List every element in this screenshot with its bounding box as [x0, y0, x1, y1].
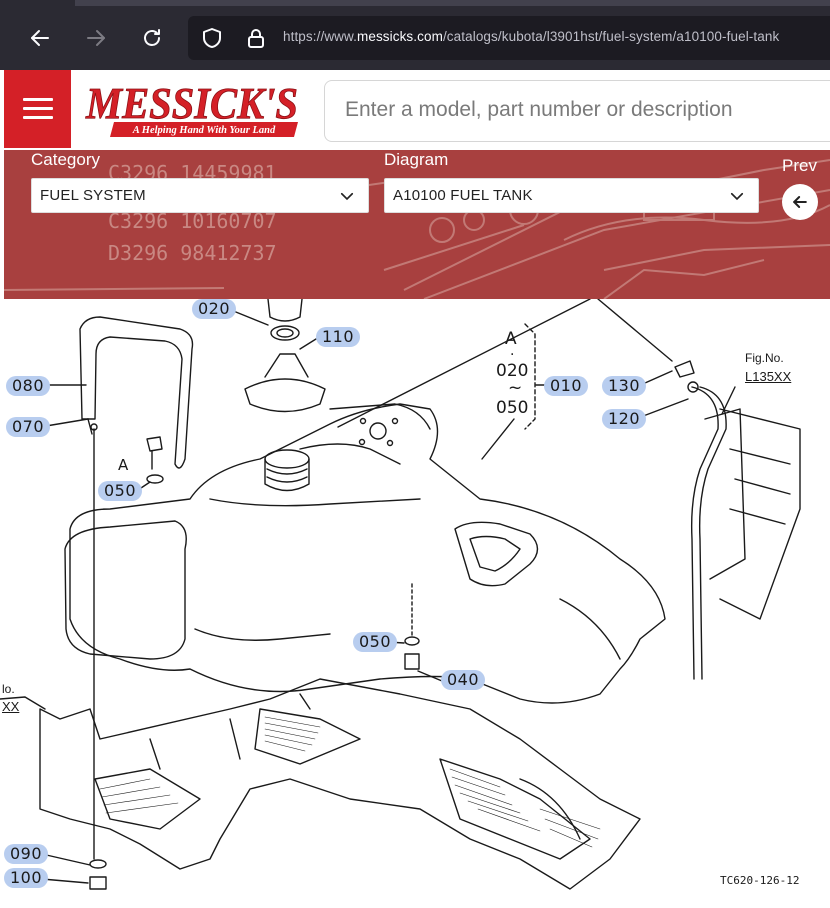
- logo-tagline: A Helping Hand With Your Land: [132, 125, 276, 136]
- url-text[interactable]: https://www.messicks.com/catalogs/kubota…: [283, 29, 779, 44]
- partial-fig-label: lo.: [2, 682, 15, 696]
- url-prefix: https://www.: [283, 29, 357, 44]
- search-box[interactable]: [324, 80, 830, 142]
- prev-diagram-button[interactable]: [782, 184, 818, 220]
- callout-050-bottom[interactable]: 050: [353, 632, 398, 652]
- diagram-select[interactable]: A10100 FUEL TANK: [384, 178, 759, 213]
- url-path: /catalogs/kubota/l3901hst/fuel-system/a1…: [442, 29, 780, 44]
- banner-bg-line-2: C3296 10160707: [108, 209, 277, 233]
- site-header: MESSICK'S A Helping Hand With Your Land: [0, 70, 830, 150]
- arrow-left-icon: [793, 196, 807, 208]
- reload-icon: [144, 29, 160, 46]
- callout-120[interactable]: 120: [602, 409, 647, 429]
- browser-toolbar: https://www.messicks.com/catalogs/kubota…: [0, 6, 830, 70]
- hamburger-icon: [22, 98, 53, 120]
- forward-button[interactable]: [78, 20, 114, 56]
- group-label-050: 050: [496, 398, 529, 418]
- callout-050-top[interactable]: 050: [98, 481, 143, 501]
- group-label-tilde: ~: [508, 378, 523, 398]
- callout-130[interactable]: 130: [602, 376, 647, 396]
- fig-no-label: Fig.No.: [745, 351, 784, 365]
- callout-020[interactable]: 020: [192, 299, 237, 319]
- diagram-label: Diagram: [384, 150, 449, 169]
- banner-background-drawing: C3296 14459981 C3296 10160707 D3296 9841…: [4, 150, 830, 299]
- callout-040[interactable]: 040: [441, 670, 486, 690]
- callout-110[interactable]: 110: [316, 327, 361, 347]
- tab-strip-background: [75, 0, 830, 6]
- callout-010[interactable]: 010: [544, 376, 589, 396]
- parts-diagram: 020 110 010 130 120 080 070 050 050 040 …: [0, 299, 830, 908]
- category-value: FUEL SYSTEM: [40, 187, 146, 204]
- group-label-a: A: [505, 329, 517, 349]
- callout-100[interactable]: 100: [4, 868, 49, 888]
- arrow-right-icon: [87, 30, 105, 46]
- callout-070[interactable]: 070: [6, 417, 51, 437]
- active-tab-edge[interactable]: [0, 0, 75, 6]
- category-label: Category: [31, 150, 100, 169]
- filter-banner: C3296 14459981 C3296 10160707 D3296 9841…: [4, 150, 830, 299]
- category-select[interactable]: FUEL SYSTEM: [31, 178, 369, 213]
- callout-090[interactable]: 090: [4, 844, 49, 864]
- tab-strip: [0, 0, 830, 6]
- chevron-down-icon: [730, 192, 744, 201]
- chevron-down-icon: [340, 192, 354, 201]
- group-label-020: 020: [496, 361, 529, 381]
- fuel-tank-body: [69, 403, 666, 704]
- address-bar[interactable]: https://www.messicks.com/catalogs/kubota…: [188, 16, 830, 60]
- diagram-drawing: [0, 299, 801, 890]
- fig-no-value[interactable]: L135XX: [745, 369, 792, 384]
- arrow-left-icon: [31, 30, 49, 46]
- url-host: messicks.com: [356, 29, 443, 44]
- back-button[interactable]: [22, 20, 58, 56]
- group-dot: ·: [510, 347, 515, 363]
- search-input[interactable]: [325, 81, 830, 139]
- banner-bg-line-3: D3296 98412737: [108, 241, 277, 265]
- lock-icon[interactable]: [244, 26, 268, 50]
- diagram-value: A10100 FUEL TANK: [393, 187, 533, 204]
- menu-button[interactable]: [4, 70, 71, 148]
- partial-fig-value[interactable]: XX: [2, 699, 20, 714]
- drawing-code: TC620-126-12: [720, 874, 800, 887]
- prev-label: Prev: [782, 156, 817, 175]
- reload-button[interactable]: [134, 20, 170, 56]
- shield-icon[interactable]: [200, 26, 224, 50]
- callout-080[interactable]: 080: [6, 376, 51, 396]
- logo-text: MESSICK'S: [85, 80, 298, 128]
- messicks-logo[interactable]: MESSICK'S A Helping Hand With Your Land: [84, 80, 302, 140]
- marker-a: A: [118, 456, 129, 474]
